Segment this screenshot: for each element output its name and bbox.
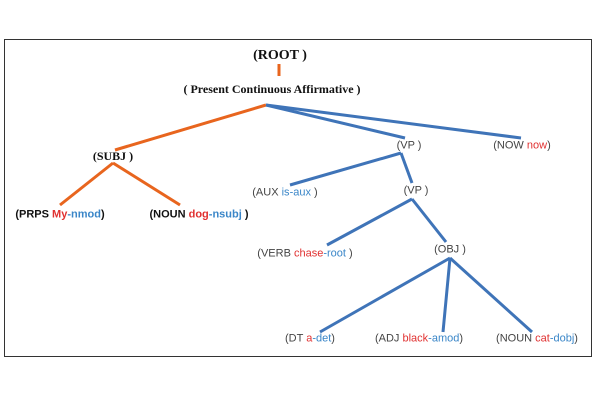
node-adj: (ADJ black-amod) — [374, 332, 464, 345]
prps-dash: - — [67, 208, 72, 221]
edge-obj-dt — [319, 256, 451, 334]
node-vp2: (VP ) — [403, 184, 429, 197]
noun-dog-word: dog — [188, 208, 209, 221]
noun-dog-close: ) — [241, 208, 249, 221]
edge-type-now — [265, 103, 522, 140]
node-vp1: (VP ) — [396, 139, 422, 152]
noun-dog-tag: (NOUN — [149, 208, 189, 221]
prps-close: ) — [100, 208, 105, 221]
dt-tag: (DT — [285, 332, 307, 345]
node-obj: (OBJ ) — [434, 243, 466, 256]
prps-word: My — [52, 208, 68, 221]
edge-subj-prps — [59, 161, 114, 207]
edge-vp1-vp2 — [399, 152, 414, 184]
node-verb: (VERB chase-root ) — [257, 247, 353, 260]
now-word: now — [526, 139, 548, 152]
node-subj: (SUBJ ) — [92, 149, 134, 163]
adj-dash: - — [428, 332, 432, 345]
aux-relation: aux — [293, 186, 311, 199]
verb-tag: (VERB — [257, 247, 294, 260]
aux-word: is — [281, 186, 290, 199]
edge-subj-noun-dog — [112, 161, 181, 207]
node-root: (ROOT ) — [253, 48, 307, 63]
noun-cat-close: ) — [574, 332, 578, 345]
aux-close: ) — [310, 186, 318, 199]
adj-tag: (ADJ — [374, 332, 403, 345]
dt-dash: - — [312, 332, 317, 345]
node-noun-dog: (NOUN dog-nsubj ) — [149, 208, 249, 221]
verb-dash: - — [323, 247, 328, 260]
edge-obj-noun-cat — [448, 256, 534, 334]
node-aux: (AUX is-aux ) — [252, 186, 318, 199]
dt-word: a — [306, 332, 313, 345]
edge-type-vp1 — [265, 103, 406, 140]
noun-cat-relation: dobj — [553, 332, 575, 345]
node-noun-cat: (NOUN cat-dobj) — [496, 332, 578, 345]
now-tag: (NOW — [493, 139, 527, 152]
edge-obj-adj — [441, 257, 452, 333]
noun-cat-word: cat — [535, 332, 550, 345]
node-dt: (DT a-det) — [285, 332, 335, 345]
verb-relation: root — [327, 247, 346, 260]
diagram-frame — [4, 39, 592, 357]
aux-tag: (AUX — [252, 186, 282, 199]
adj-word: black — [402, 332, 429, 345]
node-sentence-type: ( Present Continuous Affirmative ) — [183, 82, 361, 96]
edge-vp2-verb — [326, 197, 413, 247]
edge-vp1-aux — [289, 151, 402, 187]
node-now: (NOW now) — [493, 139, 551, 152]
edge-vp2-obj — [410, 198, 448, 243]
noun-dog-dash: - — [208, 208, 213, 221]
adj-close: ) — [459, 332, 464, 345]
noun-cat-tag: (NOUN — [496, 332, 536, 345]
edge-type-subj — [114, 103, 267, 152]
now-close: ) — [547, 139, 551, 152]
verb-word: chase — [293, 247, 324, 260]
dt-relation: det — [316, 332, 332, 345]
prps-tag: (PRPS — [15, 208, 53, 221]
verb-close: ) — [345, 247, 353, 260]
aux-dash: - — [289, 186, 294, 199]
node-prps: (PRPS My-nmod) — [15, 208, 105, 221]
dt-close: ) — [331, 332, 335, 345]
noun-dog-relation: nsubj — [212, 208, 242, 221]
prps-relation: nmod — [71, 208, 101, 221]
adj-relation: amod — [431, 332, 460, 345]
noun-cat-dash: - — [549, 332, 554, 345]
